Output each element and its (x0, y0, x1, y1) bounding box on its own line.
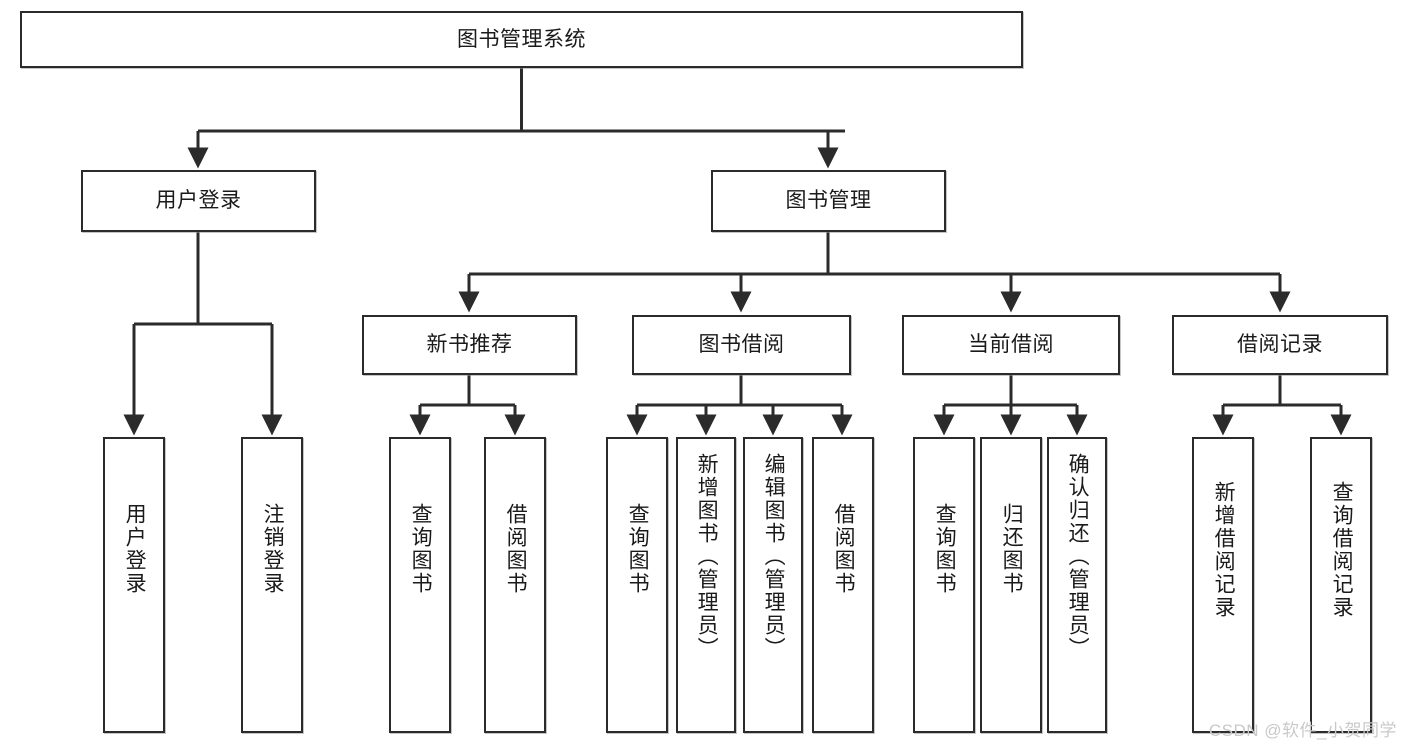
node-leaf-query-borrow-record-label: 查询借阅记录 (1330, 481, 1354, 619)
node-leaf-edit-book-admin-label: 编辑图书（管理员） (762, 453, 786, 660)
node-leaf-query-book-borrow-label: 查询图书 (626, 503, 650, 595)
node-leaf-edit-book-admin[interactable]: 编辑图书（管理员） (743, 437, 803, 733)
node-leaf-user-login[interactable]: 用户登录 (103, 437, 165, 733)
node-leaf-query-book-current-label: 查询图书 (933, 503, 957, 595)
node-book-borrow-label: 图书借阅 (698, 333, 785, 357)
node-leaf-add-book-admin[interactable]: 新增图书（管理员） (676, 437, 736, 733)
node-user-login[interactable]: 用户登录 (81, 170, 316, 232)
node-leaf-add-book-admin-label: 新增图书（管理员） (695, 453, 719, 660)
node-root-system[interactable]: 图书管理系统 (20, 11, 1023, 68)
node-leaf-user-login-label: 用户登录 (123, 503, 147, 595)
node-book-manage-label: 图书管理 (785, 189, 872, 213)
node-current-borrow[interactable]: 当前借阅 (902, 315, 1120, 375)
node-leaf-add-borrow-record[interactable]: 新增借阅记录 (1192, 437, 1254, 733)
node-leaf-borrow-book-borrow-label: 借阅图书 (832, 503, 856, 595)
node-leaf-return-book-label: 归还图书 (1000, 503, 1024, 595)
node-borrow-record[interactable]: 借阅记录 (1172, 315, 1388, 375)
node-leaf-return-book[interactable]: 归还图书 (980, 437, 1042, 733)
node-new-book-recommend[interactable]: 新书推荐 (362, 315, 577, 375)
node-current-borrow-label: 当前借阅 (968, 333, 1054, 357)
node-book-manage[interactable]: 图书管理 (711, 170, 946, 232)
node-leaf-confirm-return-admin-label: 确认归还（管理员） (1066, 453, 1090, 660)
node-leaf-logout[interactable]: 注销登录 (241, 437, 303, 733)
node-new-book-recommend-label: 新书推荐 (426, 333, 513, 357)
node-leaf-query-book-recommend[interactable]: 查询图书 (389, 437, 451, 733)
csdn-watermark: CSDN @软件_小贺同学 (1208, 721, 1397, 740)
node-user-login-label: 用户登录 (155, 189, 242, 213)
node-borrow-record-label: 借阅记录 (1237, 333, 1323, 357)
node-leaf-query-book-borrow[interactable]: 查询图书 (606, 437, 668, 733)
node-leaf-borrow-book-borrow[interactable]: 借阅图书 (812, 437, 874, 733)
node-leaf-query-book-current[interactable]: 查询图书 (913, 437, 975, 733)
node-leaf-borrow-book-recommend-label: 借阅图书 (504, 503, 528, 595)
node-leaf-borrow-book-recommend[interactable]: 借阅图书 (484, 437, 546, 733)
node-leaf-logout-label: 注销登录 (261, 503, 285, 595)
node-leaf-query-book-recommend-label: 查询图书 (409, 503, 433, 595)
node-leaf-confirm-return-admin[interactable]: 确认归还（管理员） (1047, 437, 1107, 733)
node-book-borrow[interactable]: 图书借阅 (632, 315, 851, 375)
node-leaf-add-borrow-record-label: 新增借阅记录 (1212, 481, 1236, 619)
node-root-system-label: 图书管理系统 (457, 27, 586, 51)
node-leaf-query-borrow-record[interactable]: 查询借阅记录 (1310, 437, 1372, 733)
